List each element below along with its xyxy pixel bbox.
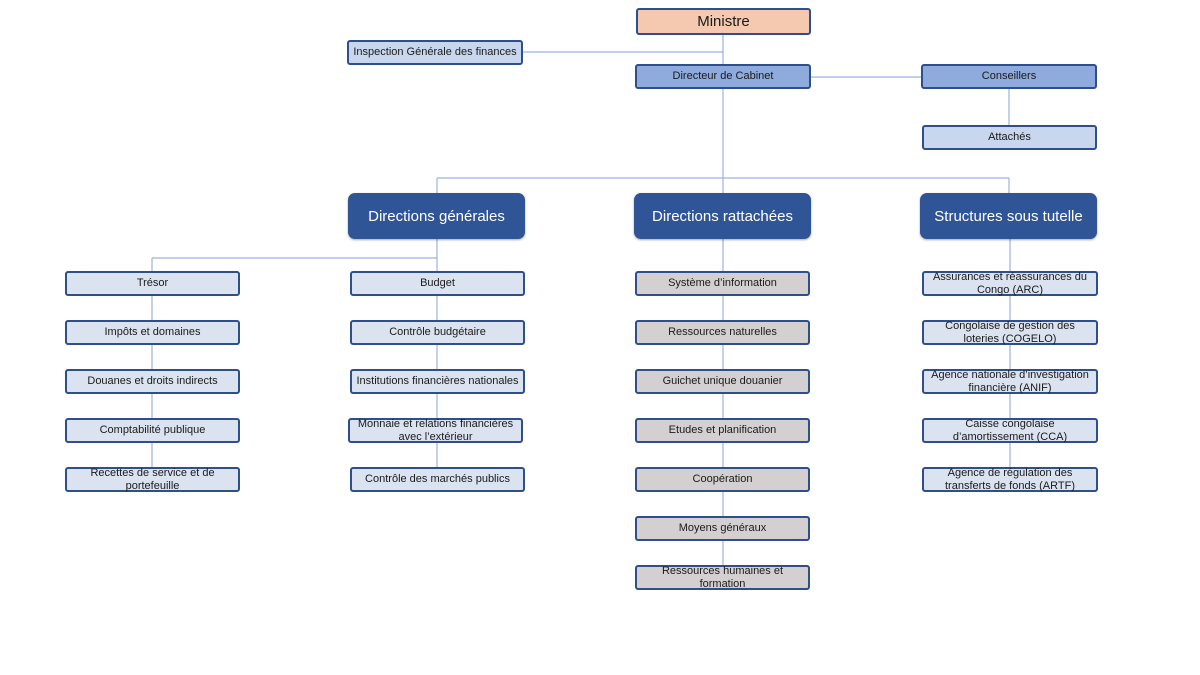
etudes-planification-label: Etudes et planification (668, 424, 777, 436)
cooperation-box: Coopération (635, 467, 810, 492)
arc-box: Assurances et réassurances du Congo (ARC… (922, 271, 1098, 296)
ressources-humaines-label: Ressources humaines et formation (661, 564, 784, 590)
tresor-label: Trésor (136, 277, 169, 289)
artf-label: Agence de régulation des transferts de f… (944, 466, 1075, 492)
cabinet-label: Directeur de Cabinet (672, 70, 774, 82)
directions-generales-label: Directions générales (368, 207, 505, 225)
directions-generales-header: Directions générales (348, 193, 525, 239)
recettes-box: Recettes de service et de portefeuille (65, 467, 240, 492)
marches-publics-box: Contrôle des marchés publics (350, 467, 525, 492)
douanes-label: Douanes et droits indirects (87, 375, 218, 387)
minister-label: Ministre (697, 13, 750, 30)
comptabilite-label: Comptabilité publique (99, 424, 206, 436)
comptabilite-box: Comptabilité publique (65, 418, 240, 443)
conseillers-box: Conseillers (921, 64, 1097, 89)
artf-box: Agence de régulation des transferts de f… (922, 467, 1098, 492)
cabinet-box: Directeur de Cabinet (635, 64, 811, 89)
conseillers-label: Conseillers (981, 70, 1037, 82)
moyens-generaux-box: Moyens généraux (635, 516, 810, 541)
guichet-unique-box: Guichet unique douanier (635, 369, 810, 394)
guichet-unique-label: Guichet unique douanier (662, 375, 783, 387)
controle-budgetaire-box: Contrôle budgétaire (350, 320, 525, 345)
anif-box: Agence nationale d’investigation financi… (922, 369, 1098, 394)
controle-budgetaire-label: Contrôle budgétaire (389, 326, 486, 338)
structures-tutelle-label: Structures sous tutelle (934, 207, 1083, 225)
systeme-information-box: Système d’information (635, 271, 810, 296)
moyens-generaux-label: Moyens généraux (678, 522, 767, 534)
recettes-label: Recettes de service et de portefeuille (90, 466, 215, 492)
tresor-box: Trésor (65, 271, 240, 296)
cogelo-label: Congolaise de gestion des loteries (COGE… (945, 319, 1075, 345)
cca-box: Caisse congolaise d’amortissement (CCA) (922, 418, 1098, 443)
arc-label: Assurances et réassurances du Congo (ARC… (932, 270, 1088, 296)
inspection-box: Inspection Générale des finances (347, 40, 523, 65)
cooperation-label: Coopération (692, 473, 753, 485)
marches-publics-label: Contrôle des marchés publics (365, 473, 510, 485)
budget-label: Budget (420, 277, 455, 289)
structures-tutelle-header: Structures sous tutelle (920, 193, 1097, 239)
directions-rattachees-label: Directions rattachées (652, 207, 793, 225)
institutions-box: Institutions financières nationales (350, 369, 525, 394)
ressources-humaines-box: Ressources humaines et formation (635, 565, 810, 590)
monnaie-box: Monnaie et relations financières avec l’… (348, 418, 523, 443)
institutions-label: Institutions financières nationales (356, 375, 519, 387)
systeme-information-label: Système d’information (668, 277, 777, 289)
etudes-planification-box: Etudes et planification (635, 418, 810, 443)
ressources-naturelles-box: Ressources naturelles (635, 320, 810, 345)
impots-box: Impôts et domaines (65, 320, 240, 345)
monnaie-label: Monnaie et relations financières avec l’… (357, 417, 514, 443)
anif-label: Agence nationale d’investigation financi… (931, 368, 1089, 394)
impots-label: Impôts et domaines (104, 326, 201, 338)
cogelo-box: Congolaise de gestion des loteries (COGE… (922, 320, 1098, 345)
inspection-label: Inspection Générale des finances (353, 46, 517, 58)
directions-rattachees-header: Directions rattachées (634, 193, 811, 239)
attaches-label: Attachés (988, 131, 1031, 143)
attaches-box: Attachés (922, 125, 1097, 150)
minister-box: Ministre (636, 8, 811, 35)
ressources-naturelles-label: Ressources naturelles (668, 326, 777, 338)
cca-label: Caisse congolaise d’amortissement (CCA) (952, 417, 1068, 443)
douanes-box: Douanes et droits indirects (65, 369, 240, 394)
budget-box: Budget (350, 271, 525, 296)
